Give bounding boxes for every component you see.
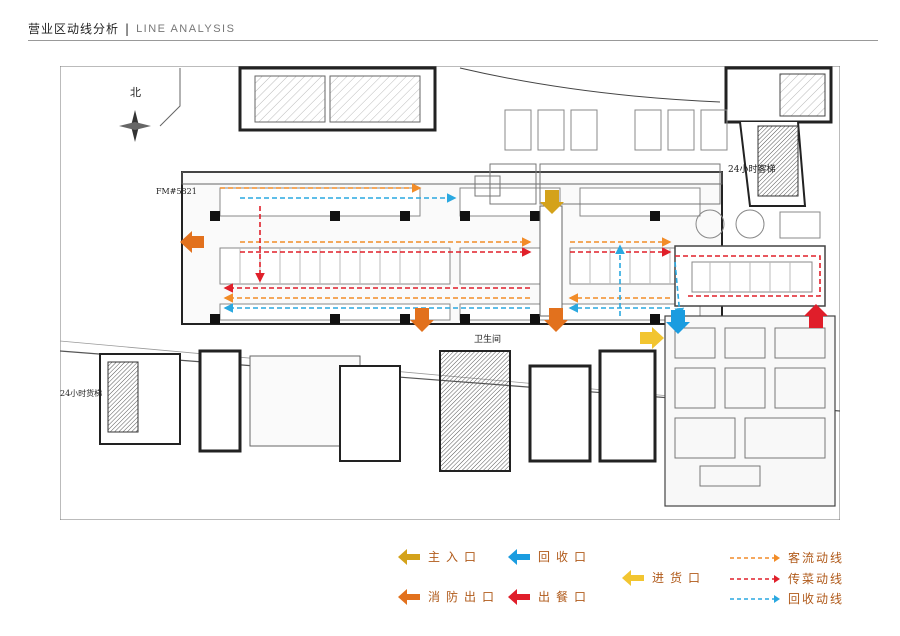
recycle-exit-icon	[508, 548, 530, 565]
legend-dish-flow: 传菜动线	[730, 570, 844, 587]
dish-flow-swatch	[730, 574, 780, 583]
recycle-flow-lines	[223, 193, 685, 318]
legend-label: 回收动线	[788, 592, 845, 606]
legend-label: 传菜动线	[788, 572, 845, 586]
legend-label: 出餐口	[538, 590, 593, 604]
kitchen-area	[664, 209, 836, 507]
page-title-en: LINE ANALYSIS	[136, 22, 236, 35]
page-title: 营业区动线分析	[28, 22, 120, 36]
header-rule	[28, 40, 878, 41]
mechanical-label: FM#5821	[156, 187, 197, 196]
escalator-block	[238, 66, 437, 132]
north-label: 北	[130, 86, 141, 99]
legend-serving-exit: 出餐口	[508, 588, 592, 605]
lower-rooms	[99, 349, 657, 472]
restroom-label: 卫生间	[474, 333, 501, 345]
legend-guest-flow: 客流动线	[730, 549, 844, 566]
guest-flow-swatch	[730, 553, 780, 562]
north-compass	[119, 110, 151, 142]
legend-label: 回收口	[538, 550, 593, 564]
floor-plan: 北 24小时客梯	[60, 66, 840, 520]
fire-exit-arrow	[410, 308, 434, 332]
page-header: 营业区动线分析 | LINE ANALYSIS	[28, 20, 235, 37]
legend-label: 进货口	[652, 571, 707, 585]
legend-delivery-entrance: 进货口	[622, 569, 706, 586]
serving-exit-arrow	[804, 304, 828, 328]
outdoor-tables	[504, 109, 728, 151]
title-separator: |	[125, 21, 131, 36]
legend-label: 消防出口	[428, 590, 501, 604]
fire-exit-icon	[398, 588, 420, 605]
legend-main-entrance: 主入口	[398, 548, 482, 565]
fire-exit-arrow	[180, 231, 204, 253]
legend-recycle-flow: 回收动线	[730, 590, 844, 607]
cargo-elevator-label: 24小时货梯	[60, 388, 102, 398]
guest-elevator-label: 24小时客梯	[728, 163, 775, 175]
legend-fire-exit: 消防出口	[398, 588, 500, 605]
recycle-exit-arrow	[666, 310, 690, 334]
guest-elevator-block	[724, 66, 833, 207]
dining-hall	[181, 171, 723, 325]
legend-label: 客流动线	[788, 551, 845, 565]
legend-label: 主入口	[428, 550, 483, 564]
fire-exit-arrow	[544, 308, 568, 332]
top-kitchen	[474, 163, 721, 205]
recycle-flow-swatch	[730, 594, 780, 603]
serving-exit-icon	[508, 588, 530, 605]
main-entrance-icon	[398, 548, 420, 565]
delivery-entrance-arrow	[640, 327, 664, 349]
legend-recycle-exit: 回收口	[508, 548, 592, 565]
delivery-entrance-icon	[622, 569, 644, 586]
main-entrance-arrow	[540, 190, 564, 214]
